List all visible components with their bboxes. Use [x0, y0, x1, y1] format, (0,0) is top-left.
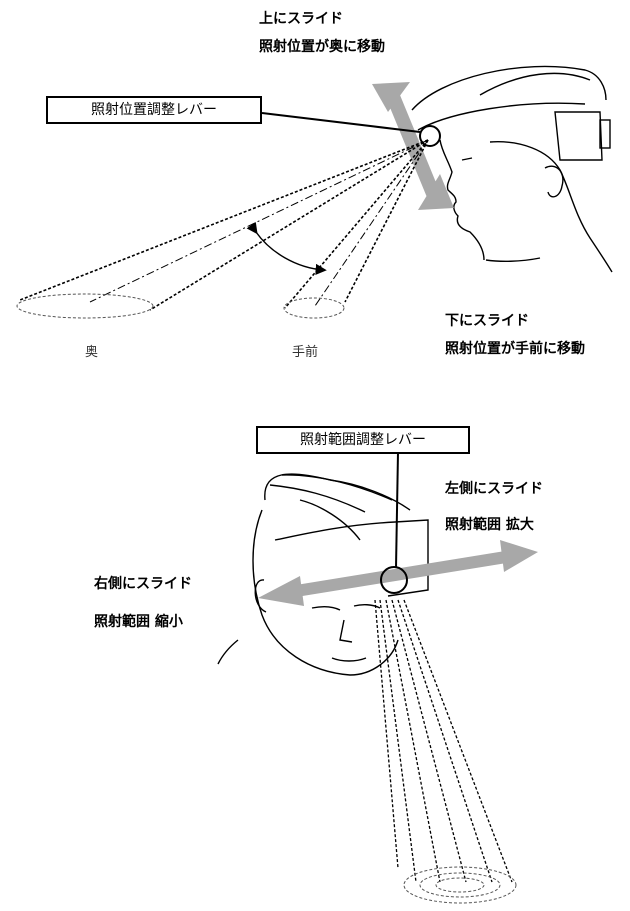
bottom-lever-circle: [380, 566, 408, 594]
slide-up-description: 照射位置が奥に移動: [259, 39, 385, 55]
top-light-beams: [19, 139, 429, 311]
angle-change-arrow: [246, 221, 327, 275]
far-footprint: [16, 293, 154, 319]
bottom-light-beams: [374, 599, 513, 883]
bottom-footprint: [403, 866, 517, 904]
slide-left-description: 照射範囲 拡大: [445, 517, 534, 533]
bottom-lever-leader: [395, 451, 399, 569]
range-lever-label: 照射範囲調整レバー: [256, 426, 470, 454]
near-label: 手前: [292, 345, 319, 360]
up-down-slide-arrow: [372, 82, 454, 210]
position-lever-label: 照射位置調整レバー: [46, 96, 262, 124]
near-footprint: [283, 297, 345, 319]
slide-up-title: 上にスライド: [259, 11, 343, 27]
slide-down-description: 照射位置が手前に移動: [445, 341, 585, 357]
slide-right-description: 照射範囲 縮小: [94, 614, 183, 630]
bottom-head-illustration: [217, 473, 429, 676]
far-label: 奥: [85, 345, 99, 360]
top-head-illustration: [411, 65, 613, 273]
left-right-slide-arrow: [258, 540, 538, 606]
slide-down-title: 下にスライド: [445, 313, 529, 329]
top-lever-circle: [419, 125, 441, 147]
slide-left-title: 左側にスライド: [445, 481, 543, 497]
slide-right-title: 右側にスライド: [94, 576, 192, 592]
top-lever-leader: [261, 112, 421, 133]
